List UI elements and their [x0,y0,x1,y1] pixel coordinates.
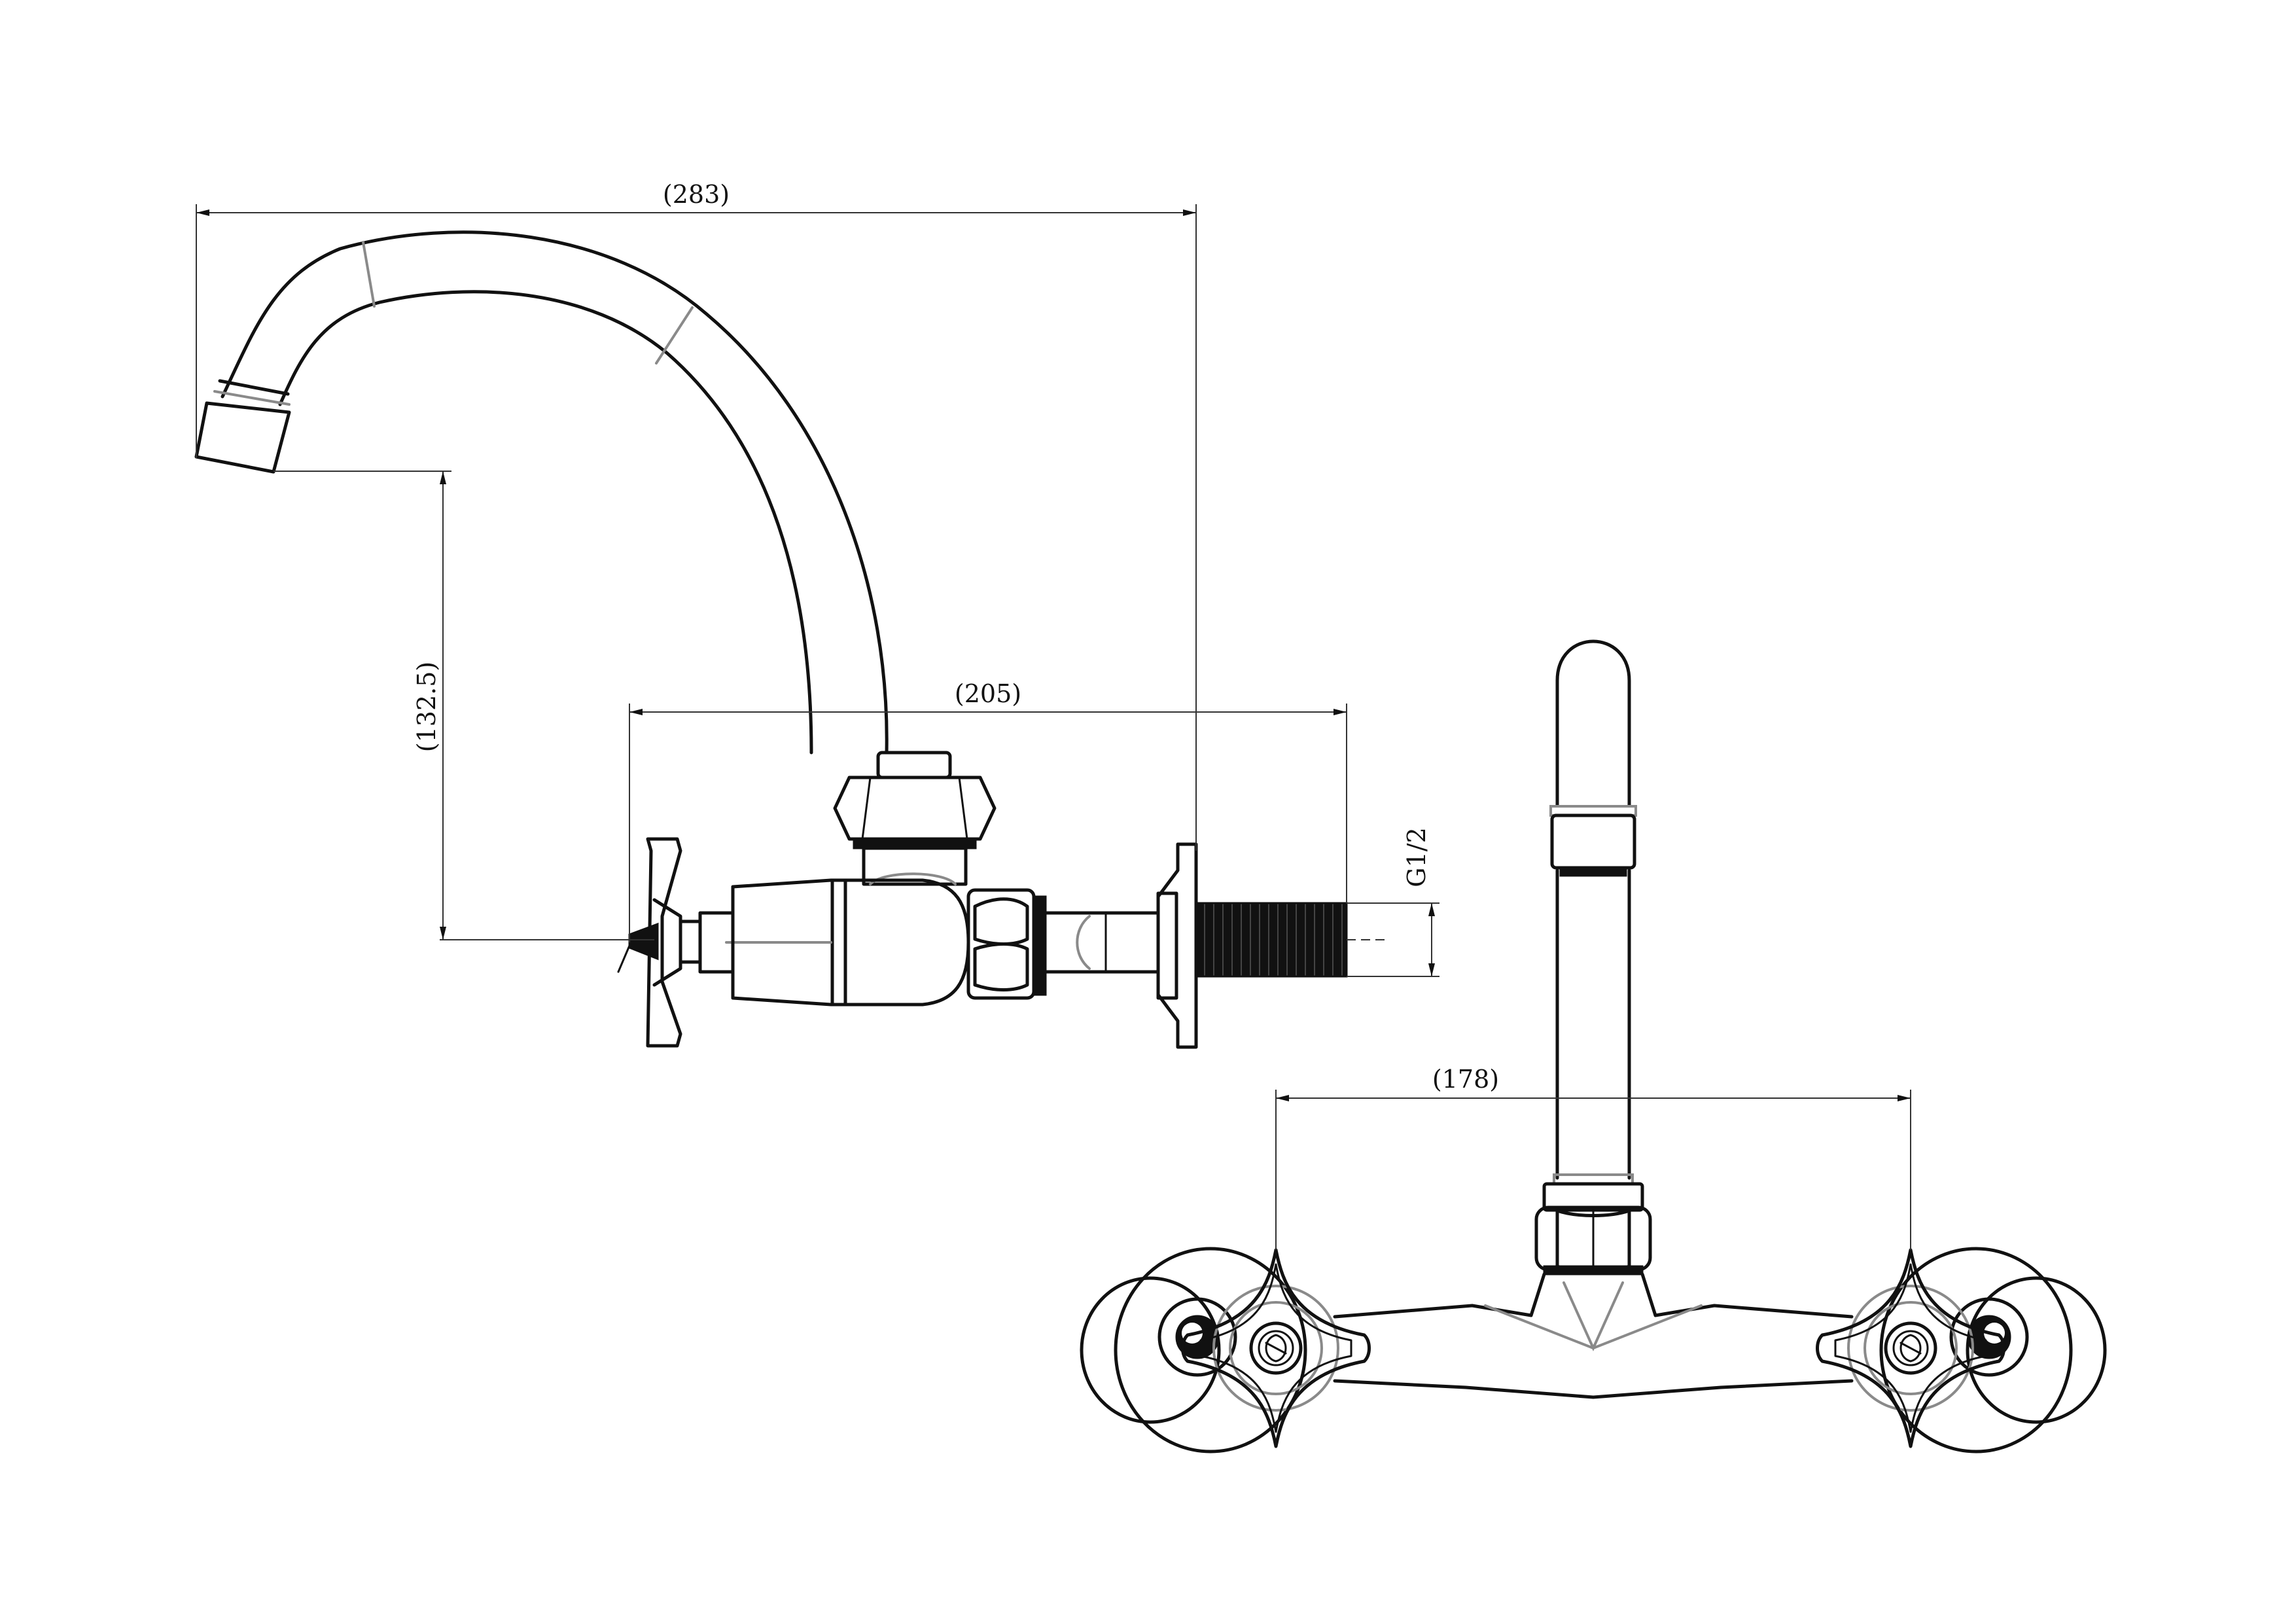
spout-aerator [194,379,291,474]
side-view: (283) (205) (132.5) G1/2 [194,180,1439,1049]
right-wall-flange [1879,1247,2107,1454]
front-body-bar [1333,1272,1854,1399]
side-handle [617,837,735,1048]
left-cross-handle [1181,1248,1371,1448]
dimension-label-center-distance: (178) [1432,1065,1499,1094]
dimension-spout-height: (132.5) [274,471,654,940]
valve-body [725,872,970,1007]
spout [221,230,889,755]
wall-flange [1156,842,1198,1049]
right-cross-handle [1816,1248,2005,1448]
dimension-spout-reach: (283) [196,180,1197,851]
left-wall-flange [1080,1247,1307,1454]
front-spout-aerator [1549,805,1637,877]
front-view: (178) [1080,639,2107,1454]
threaded-inlet [1195,902,1387,978]
body-hex-nut [966,888,1047,1000]
front-swivel-nut [1534,1173,1652,1275]
dimension-label-spout-reach: (283) [663,180,730,209]
front-spout [1555,639,1631,1180]
wall-connector-pipe [1044,911,1160,974]
dimension-label-body-depth: (205) [955,679,1021,708]
dimension-body-depth: (205) [629,679,1347,942]
dimension-label-spout-height: (132.5) [412,662,441,752]
dimension-label-thread-size: G1/2 [1402,827,1431,887]
dimension-center-distance: (178) [1275,1065,1911,1250]
spout-swivel-nut [833,751,997,886]
dimension-thread-size: G1/2 [1347,827,1439,977]
